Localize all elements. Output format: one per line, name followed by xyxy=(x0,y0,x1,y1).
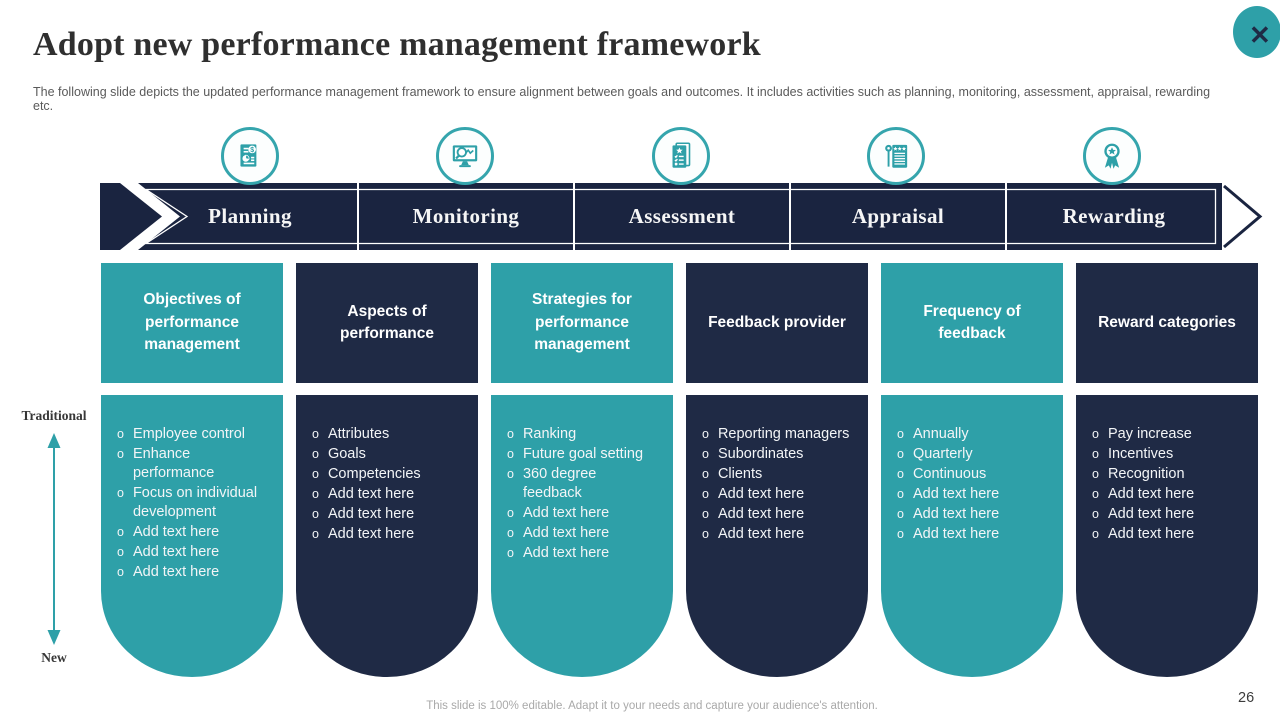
list-item: Add text here xyxy=(507,524,659,543)
banner-stage-assessment: Assessment xyxy=(628,204,736,228)
list-item: Add text here xyxy=(897,505,1049,524)
column-reward-categories: Reward categories Pay increase Incentive… xyxy=(1076,263,1258,677)
banner-stage-rewarding: Rewarding xyxy=(1062,204,1166,228)
list-item: Quarterly xyxy=(897,445,1049,464)
list-item: Subordinates xyxy=(702,445,854,464)
column-aspects: Aspects of performance Attributes Goals … xyxy=(296,263,478,677)
column-header: Aspects of performance xyxy=(296,263,478,383)
list-item: Add text here xyxy=(897,485,1049,504)
list-item: Pay increase xyxy=(1092,425,1244,444)
stage-icon-appraisal xyxy=(867,127,925,185)
list-item: Ranking xyxy=(507,425,659,444)
column-body: Annually Quarterly Continuous Add text h… xyxy=(881,395,1063,677)
list-item: Enhance performance xyxy=(117,445,269,483)
list-item: Add text here xyxy=(702,525,854,544)
list-item: Add text here xyxy=(312,485,464,504)
axis-label-traditional: Traditional xyxy=(21,408,87,423)
traditional-to-new-arrow xyxy=(47,433,61,645)
list-item: Competencies xyxy=(312,465,464,484)
list-item: Add text here xyxy=(897,525,1049,544)
column-body: Attributes Goals Competencies Add text h… xyxy=(296,395,478,677)
process-arrow-banner: Planning Monitoring Assessment Appraisal… xyxy=(100,183,1265,250)
list-item: Clients xyxy=(702,465,854,484)
list-item: Add text here xyxy=(117,563,269,582)
list-item: Add text here xyxy=(1092,505,1244,524)
list-item: Future goal setting xyxy=(507,445,659,464)
rewarding-icon xyxy=(1104,143,1120,169)
monitoring-icon xyxy=(452,145,478,168)
column-header: Strategies for performance management xyxy=(491,263,673,383)
column-strategies: Strategies for performance management Ra… xyxy=(491,263,673,677)
list-item: Add text here xyxy=(702,485,854,504)
list-item: 360 degree feedback xyxy=(507,465,659,503)
column-frequency: Frequency of feedback Annually Quarterly… xyxy=(881,263,1063,677)
list-item: Recognition xyxy=(1092,465,1244,484)
list-item: Attributes xyxy=(312,425,464,444)
banner-stage-monitoring: Monitoring xyxy=(412,204,520,228)
list-item: Goals xyxy=(312,445,464,464)
axis-label-new: New xyxy=(41,650,67,665)
list-item: Add text here xyxy=(312,505,464,524)
list-item: Add text here xyxy=(702,505,854,524)
framework-columns: Objectives of performance management Emp… xyxy=(101,263,1258,677)
column-body: Pay increase Incentives Recognition Add … xyxy=(1076,395,1258,677)
column-objectives: Objectives of performance management Emp… xyxy=(101,263,283,677)
list-item: Add text here xyxy=(117,543,269,562)
slide-subtitle: The following slide depicts the updated … xyxy=(33,85,1211,113)
close-icon: ✕ xyxy=(1249,20,1271,50)
planning-icon: $ xyxy=(240,144,257,167)
stage-icon-monitoring xyxy=(436,127,494,185)
list-item: Reporting managers xyxy=(702,425,854,444)
column-body: Employee control Enhance performance Foc… xyxy=(101,395,283,677)
column-header: Feedback provider xyxy=(686,263,868,383)
banner-stage-planning: Planning xyxy=(208,204,292,228)
list-item: Add text here xyxy=(1092,525,1244,544)
page-number: 26 xyxy=(1238,690,1255,706)
column-header: Reward categories xyxy=(1076,263,1258,383)
list-item: Annually xyxy=(897,425,1049,444)
list-item: Continuous xyxy=(897,465,1049,484)
arrow-banner-shape xyxy=(100,183,1263,250)
column-body: Ranking Future goal setting 360 degree f… xyxy=(491,395,673,677)
stage-icon-assessment xyxy=(652,127,710,185)
editable-note: This slide is 100% editable. Adapt it to… xyxy=(426,700,878,712)
list-item: Focus on individual development xyxy=(117,484,269,522)
assessment-icon xyxy=(672,142,691,168)
column-body: Reporting managers Subordinates Clients … xyxy=(686,395,868,677)
column-header: Objectives of performance management xyxy=(101,263,283,383)
page-title: Adopt new performance management framewo… xyxy=(33,26,761,63)
column-feedback-provider: Feedback provider Reporting managers Sub… xyxy=(686,263,868,677)
list-item: Employee control xyxy=(117,425,269,444)
list-item: Add text here xyxy=(507,544,659,563)
appraisal-icon xyxy=(885,144,908,168)
close-button[interactable]: ✕ xyxy=(1233,6,1280,58)
column-header: Frequency of feedback xyxy=(881,263,1063,383)
stage-icon-rewarding xyxy=(1083,127,1141,185)
list-item: Add text here xyxy=(1092,485,1244,504)
svg-text:$: $ xyxy=(250,147,254,154)
list-item: Add text here xyxy=(117,523,269,542)
list-item: Add text here xyxy=(507,504,659,523)
list-item: Incentives xyxy=(1092,445,1244,464)
list-item: Add text here xyxy=(312,525,464,544)
banner-stage-appraisal: Appraisal xyxy=(851,204,945,228)
stage-icon-planning: $ xyxy=(221,127,279,185)
